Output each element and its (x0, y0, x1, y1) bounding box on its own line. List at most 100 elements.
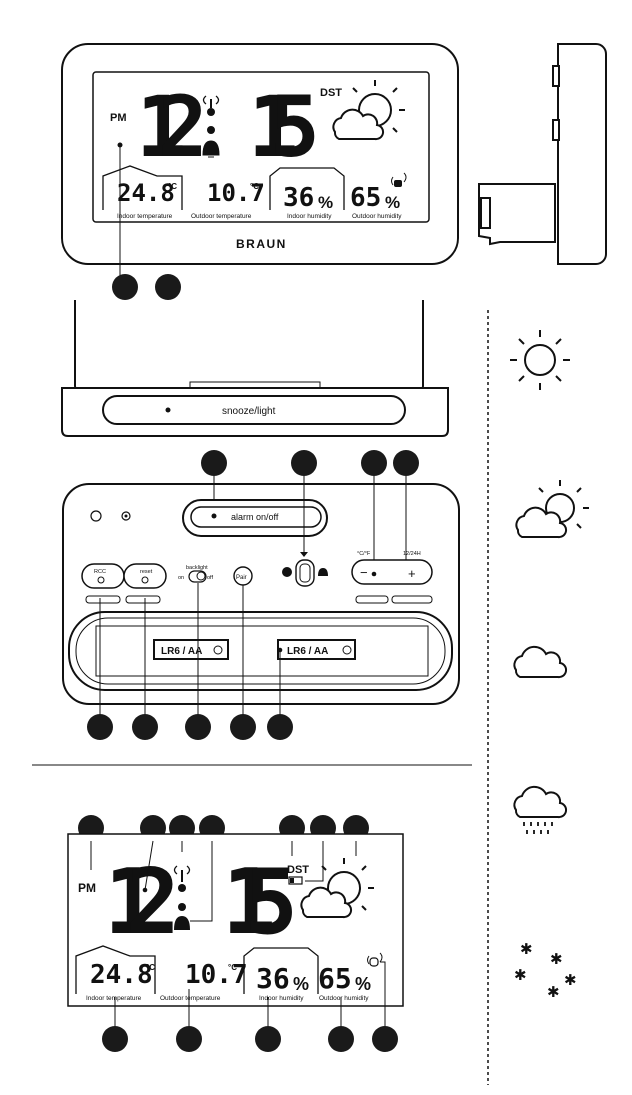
hour-digits: 12 (136, 78, 208, 176)
plus-button[interactable]: + (408, 566, 416, 581)
outdoor-humidity-unit: % (385, 193, 400, 212)
indoor-humidity-label: Indoor humidity (259, 995, 304, 1002)
snow-icon: ✱ ✱ ✱ ✱ ✱ (514, 940, 577, 1001)
snooze-light-label: snooze/light (222, 406, 276, 417)
callout-marker (291, 450, 317, 476)
backlight-off-label: off (207, 575, 213, 581)
backlight-on-label: on (178, 575, 184, 581)
indoor-temp-value: 24.8 (90, 960, 153, 990)
lcd-screen (92, 71, 430, 223)
callout-marker (328, 1026, 354, 1052)
low-battery-icon (288, 876, 303, 885)
colon-dot (207, 126, 215, 134)
radio-icon (202, 95, 220, 116)
minute-digits: 15 (222, 850, 298, 955)
callout-marker (267, 714, 293, 740)
clock-front-view: PM 12 15 DST 24.8 °C Indoor temperature … (61, 43, 459, 300)
indoor-temp-house (75, 945, 156, 994)
callout-marker (255, 1026, 281, 1052)
clock-side-view (478, 43, 607, 265)
backlight-label: backlight (186, 565, 208, 571)
reset-button[interactable] (141, 576, 149, 584)
hour-digits: 12 (104, 850, 180, 955)
snooze-light-button[interactable] (102, 395, 406, 425)
positive-icon (213, 645, 223, 655)
indoor-temp-unit: °C (146, 963, 155, 972)
callout-marker (201, 450, 227, 476)
callout-marker (185, 714, 211, 740)
callout-marker (393, 450, 419, 476)
callout-marker (102, 1026, 128, 1052)
indoor-humidity-value: 36 (256, 962, 290, 995)
rcc-button[interactable] (97, 576, 105, 584)
battery-2-label: LR6 / AA (287, 646, 328, 657)
indoor-humidity-unit: % (293, 974, 309, 994)
callout-marker (176, 1026, 202, 1052)
outdoor-temp-unit: °C (250, 182, 259, 191)
pm-indicator: PM (110, 112, 127, 124)
indoor-temp-label: Indoor temperature (86, 995, 142, 1002)
outdoor-temp-label: Outdoor temperature (160, 995, 221, 1002)
cloudy-icon (513, 645, 568, 679)
alarm-bell-icon (202, 140, 220, 158)
callout-marker (112, 274, 138, 300)
outdoor-temp-value: 10.7 (185, 960, 248, 990)
alarm-on-off-button[interactable] (190, 506, 322, 528)
reset-label: reset (140, 569, 153, 575)
pm-indicator: PM (78, 881, 96, 895)
rcc-label: RCC (94, 569, 106, 575)
unit-label: °C/°F (357, 551, 371, 557)
lcd-detail-view: PM 12 15 DST 24.8 °C Indoor temperature … (67, 815, 404, 1052)
minus-button[interactable]: − (360, 565, 368, 580)
svg-text:✱: ✱ (564, 971, 577, 989)
indoor-temp-label: Indoor temperature (117, 213, 173, 220)
partly-cloudy-icon (332, 80, 405, 141)
callout-marker (132, 714, 158, 740)
clock-front-bar-view: snooze/light (61, 300, 449, 437)
battery-1-label: LR6 / AA (161, 646, 202, 657)
indoor-humidity-unit: % (318, 193, 333, 212)
callout-marker (230, 714, 256, 740)
indoor-humidity-value: 36 (283, 183, 314, 213)
sensor-signal-icon (391, 172, 407, 187)
partly-cloudy-icon (300, 858, 374, 919)
callout-marker (361, 450, 387, 476)
outdoor-temp-unit: °C (228, 963, 237, 972)
outdoor-humidity-unit: % (355, 974, 371, 994)
sensor-signal-icon (367, 952, 383, 967)
dst-indicator: DST (320, 87, 342, 99)
outdoor-humidity-value: 65 (318, 962, 352, 995)
outdoor-temp-value: 10.7 (207, 179, 265, 207)
svg-text:✱: ✱ (520, 940, 533, 958)
positive-icon (342, 645, 352, 655)
svg-text:✱: ✱ (514, 966, 527, 984)
lcd-detail-frame (67, 833, 404, 1007)
callout-marker (372, 1026, 398, 1052)
leader-dot (117, 142, 123, 148)
pair-label: Pair (236, 575, 247, 581)
indoor-temp-unit: °C (168, 182, 177, 191)
outdoor-humidity-label: Outdoor humidity (352, 213, 402, 220)
callout-marker (155, 274, 181, 300)
indoor-humidity-house (269, 167, 345, 210)
svg-text:✱: ✱ (547, 983, 560, 1001)
indoor-humidity-label: Indoor humidity (287, 213, 332, 220)
indoor-humidity-house (243, 947, 319, 994)
svg-text:✱: ✱ (550, 950, 563, 968)
rain-icon (513, 785, 568, 834)
partly-cloudy-icon (515, 480, 589, 539)
clock-back-view: alarm on/off °C/°F 12/24H − + RCC reset … (62, 450, 460, 740)
format-label: 12/24H (403, 551, 421, 557)
dst-indicator: DST (287, 864, 309, 876)
indoor-temp-value: 24.8 (117, 179, 175, 207)
battery-cell (153, 639, 229, 660)
brand-logo: BRAUN (236, 237, 287, 251)
minute-digits: 15 (248, 78, 320, 176)
callout-marker (87, 714, 113, 740)
alarm-bell-icon (318, 568, 328, 576)
sunny-icon (510, 330, 570, 390)
radio-icon (173, 865, 191, 892)
indoor-temp-house (102, 165, 183, 210)
clock-icon (282, 567, 292, 577)
